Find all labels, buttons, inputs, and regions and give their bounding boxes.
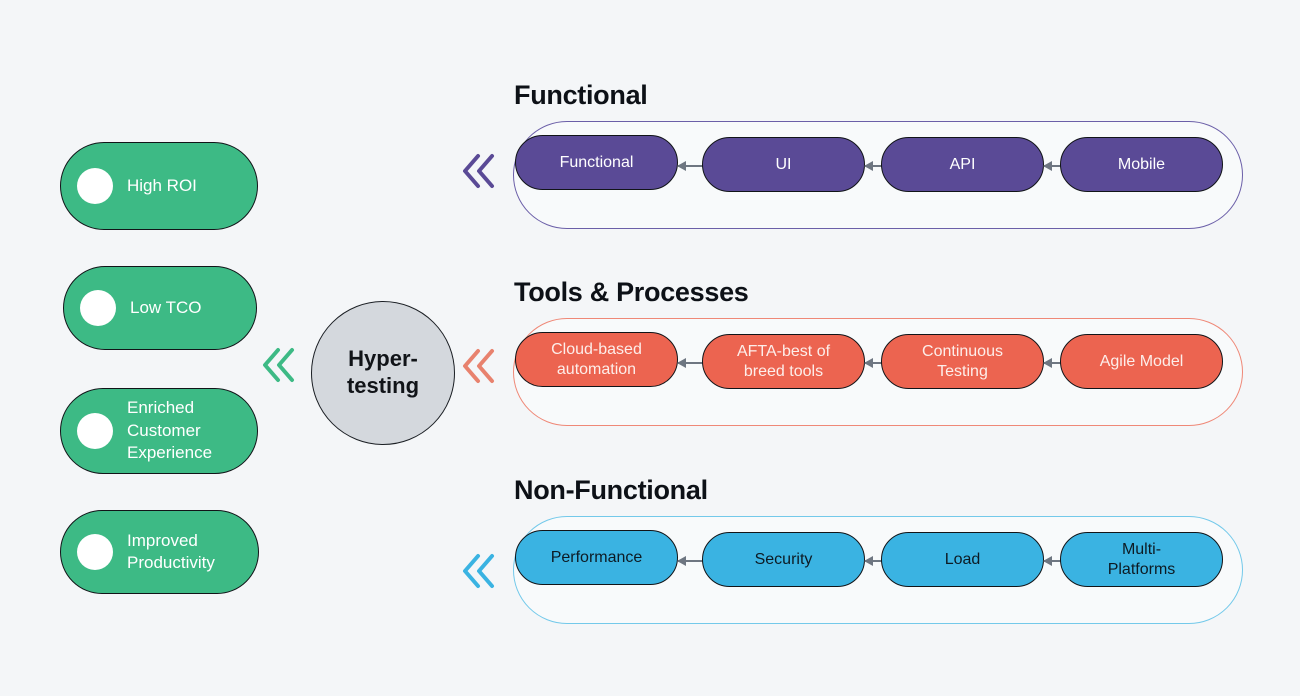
- benefit-bullet-icon: [77, 168, 113, 204]
- node-label: Performance: [550, 548, 643, 566]
- node-label: UI: [775, 155, 792, 173]
- benefit-label: Enriched Customer Experience: [127, 398, 213, 463]
- hub-circle-hyper-testing[interactable]: Hyper- testing: [311, 301, 455, 445]
- connector-arrow: [677, 161, 703, 171]
- row-frame: Functional UI API Mobile: [513, 121, 1243, 229]
- benefit-pill-improved-productivity[interactable]: Improved Productivity: [60, 510, 259, 594]
- category-row-tools-processes: Tools & Processes Cloud-based automation…: [513, 277, 1243, 426]
- connector-arrow: [1043, 161, 1069, 171]
- node-continuous-testing[interactable]: Continuous Testing: [881, 334, 1044, 389]
- row-title: Functional: [514, 80, 648, 110]
- node-security[interactable]: Security: [702, 532, 865, 587]
- node-label: Security: [754, 550, 813, 568]
- benefit-pill-enriched-customer-experience[interactable]: Enriched Customer Experience: [60, 388, 258, 474]
- node-performance[interactable]: Performance: [515, 530, 678, 585]
- chevron-left-icon-tools-processes: [463, 349, 494, 383]
- node-load[interactable]: Load: [881, 532, 1044, 587]
- connector-arrow: [864, 358, 890, 368]
- benefit-bullet-icon: [80, 290, 116, 326]
- benefit-bullet-icon: [77, 534, 113, 570]
- benefit-label: High ROI: [127, 175, 197, 195]
- node-ui[interactable]: UI: [702, 137, 865, 192]
- chevron-left-icon-benefits: [263, 348, 294, 382]
- node-agile-model[interactable]: Agile Model: [1060, 334, 1223, 389]
- category-row-functional: Functional Functional UI API Mobile: [513, 80, 1243, 229]
- benefit-label: Low TCO: [130, 297, 202, 317]
- row-title: Non-Functional: [514, 475, 708, 505]
- node-functional[interactable]: Functional: [515, 135, 678, 190]
- row-frame: Cloud-based automation AFTA-best of bree…: [513, 318, 1243, 426]
- connector-arrow: [864, 556, 890, 566]
- node-label: API: [949, 155, 976, 173]
- node-label: Mobile: [1117, 155, 1166, 173]
- node-cloud-based-automation[interactable]: Cloud-based automation: [515, 332, 678, 387]
- node-api[interactable]: API: [881, 137, 1044, 192]
- benefit-pill-high-roi[interactable]: High ROI: [60, 142, 258, 230]
- node-label: AFTA-best of breed tools: [736, 342, 831, 380]
- node-label: Continuous Testing: [922, 342, 1003, 380]
- node-label: Multi- Platforms: [1107, 540, 1176, 578]
- connector-arrow: [677, 556, 703, 566]
- category-row-non-functional: Non-Functional Performance Security Load…: [513, 475, 1243, 624]
- benefit-label: Improved Productivity: [127, 530, 215, 572]
- chevron-left-icon-functional: [463, 154, 494, 188]
- hub-label: Hyper- testing: [346, 346, 420, 398]
- benefit-bullet-icon: [77, 413, 113, 449]
- node-label: Load: [944, 550, 981, 568]
- connector-arrow: [1043, 358, 1069, 368]
- node-multi-platforms[interactable]: Multi- Platforms: [1060, 532, 1223, 587]
- node-label: Agile Model: [1099, 352, 1184, 370]
- chevron-left-icon-non-functional: [463, 554, 494, 588]
- connector-arrow: [1043, 556, 1069, 566]
- node-label: Cloud-based automation: [551, 340, 642, 378]
- node-label: Functional: [559, 153, 634, 171]
- benefit-pill-low-tco[interactable]: Low TCO: [63, 266, 257, 350]
- connector-arrow: [677, 358, 703, 368]
- node-afta-best-of-breed-tools[interactable]: AFTA-best of breed tools: [702, 334, 865, 389]
- node-mobile[interactable]: Mobile: [1060, 137, 1223, 192]
- row-title: Tools & Processes: [514, 277, 749, 307]
- connector-arrow: [864, 161, 890, 171]
- row-frame: Performance Security Load Multi- Platfor…: [513, 516, 1243, 624]
